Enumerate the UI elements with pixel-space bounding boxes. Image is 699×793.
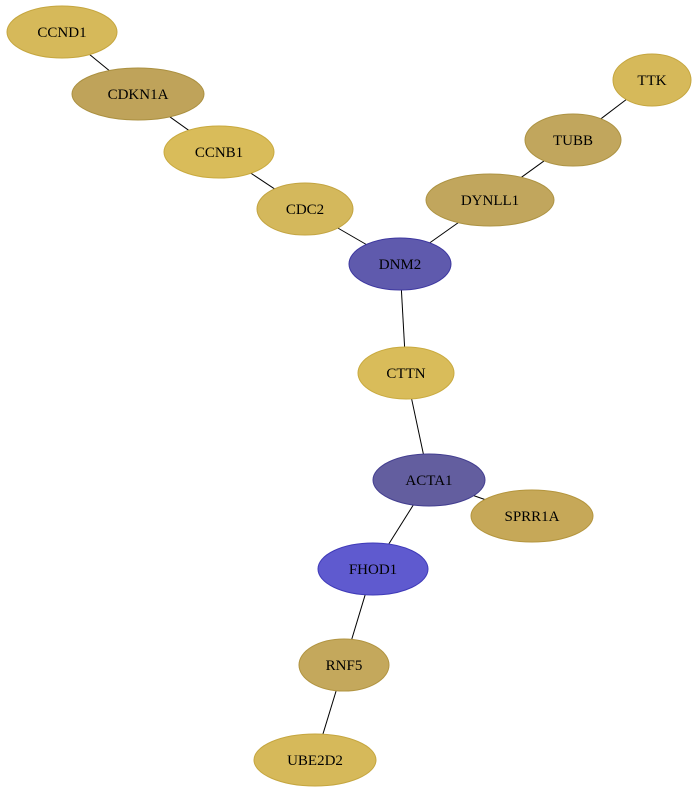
node-ttk[interactable]: TTK (612, 53, 692, 107)
node-shape-ccnb1[interactable] (163, 125, 275, 179)
node-shape-acta1[interactable] (372, 453, 486, 507)
edge-fhod1-rnf5 (351, 594, 366, 640)
node-tubb[interactable]: TUBB (524, 113, 622, 167)
edge-dynll1-dnm2 (429, 222, 459, 244)
node-label-cttn: CTTN (386, 366, 425, 382)
edges-layer (89, 54, 627, 735)
node-dnm2[interactable]: DNM2 (348, 237, 452, 291)
edge-cdkn1a-ccnb1 (169, 116, 189, 131)
node-label-dnm2: DNM2 (379, 257, 422, 273)
node-shape-fhod1[interactable] (317, 542, 429, 596)
node-shape-tubb[interactable] (524, 113, 622, 167)
node-shape-ube2d2[interactable] (253, 733, 377, 787)
node-label-tubb: TUBB (553, 133, 593, 149)
node-fhod1[interactable]: FHOD1 (317, 542, 429, 596)
edge-acta1-sprr1a (473, 495, 485, 500)
node-dynll1[interactable]: DYNLL1 (425, 173, 555, 227)
node-shape-cdkn1a[interactable] (71, 67, 205, 121)
edge-cdc2-dnm2 (337, 227, 367, 245)
node-label-ube2d2: UBE2D2 (287, 753, 343, 769)
node-cttn[interactable]: CTTN (357, 346, 455, 400)
node-label-ccnb1: CCNB1 (195, 145, 243, 161)
node-ccnd1[interactable]: CCND1 (6, 5, 118, 59)
edge-ccnd1-cdkn1a (89, 54, 110, 71)
node-label-rnf5: RNF5 (326, 658, 363, 674)
node-shape-ccnd1[interactable] (6, 5, 118, 59)
edge-acta1-fhod1 (388, 504, 414, 545)
node-shape-ttk[interactable] (612, 53, 692, 107)
node-label-acta1: ACTA1 (405, 473, 452, 489)
node-shape-dynll1[interactable] (425, 173, 555, 227)
node-ccnb1[interactable]: CCNB1 (163, 125, 275, 179)
node-shape-cdc2[interactable] (256, 182, 354, 236)
node-label-fhod1: FHOD1 (349, 562, 397, 578)
node-label-ttk: TTK (637, 73, 666, 89)
edge-ttk-tubb (600, 99, 627, 120)
node-label-cdkn1a: CDKN1A (108, 87, 169, 103)
node-sprr1a[interactable]: SPRR1A (470, 489, 594, 543)
node-label-dynll1: DYNLL1 (461, 193, 519, 209)
node-ube2d2[interactable]: UBE2D2 (253, 733, 377, 787)
node-shape-sprr1a[interactable] (470, 489, 594, 543)
node-shape-rnf5[interactable] (298, 638, 390, 692)
node-label-cdc2: CDC2 (286, 202, 324, 218)
edge-cttn-acta1 (411, 398, 424, 455)
node-shape-cttn[interactable] (357, 346, 455, 400)
edge-dnm2-cttn (400, 289, 406, 348)
node-label-ccnd1: CCND1 (37, 25, 86, 41)
node-label-sprr1a: SPRR1A (504, 509, 559, 525)
node-rnf5[interactable]: RNF5 (298, 638, 390, 692)
edge-rnf5-ube2d2 (322, 690, 337, 735)
edge-ccnb1-cdc2 (250, 172, 275, 190)
node-acta1[interactable]: ACTA1 (372, 453, 486, 507)
node-shape-dnm2[interactable] (348, 237, 452, 291)
node-cdc2[interactable]: CDC2 (256, 182, 354, 236)
edge-tubb-dynll1 (521, 160, 545, 178)
node-cdkn1a[interactable]: CDKN1A (71, 67, 205, 121)
